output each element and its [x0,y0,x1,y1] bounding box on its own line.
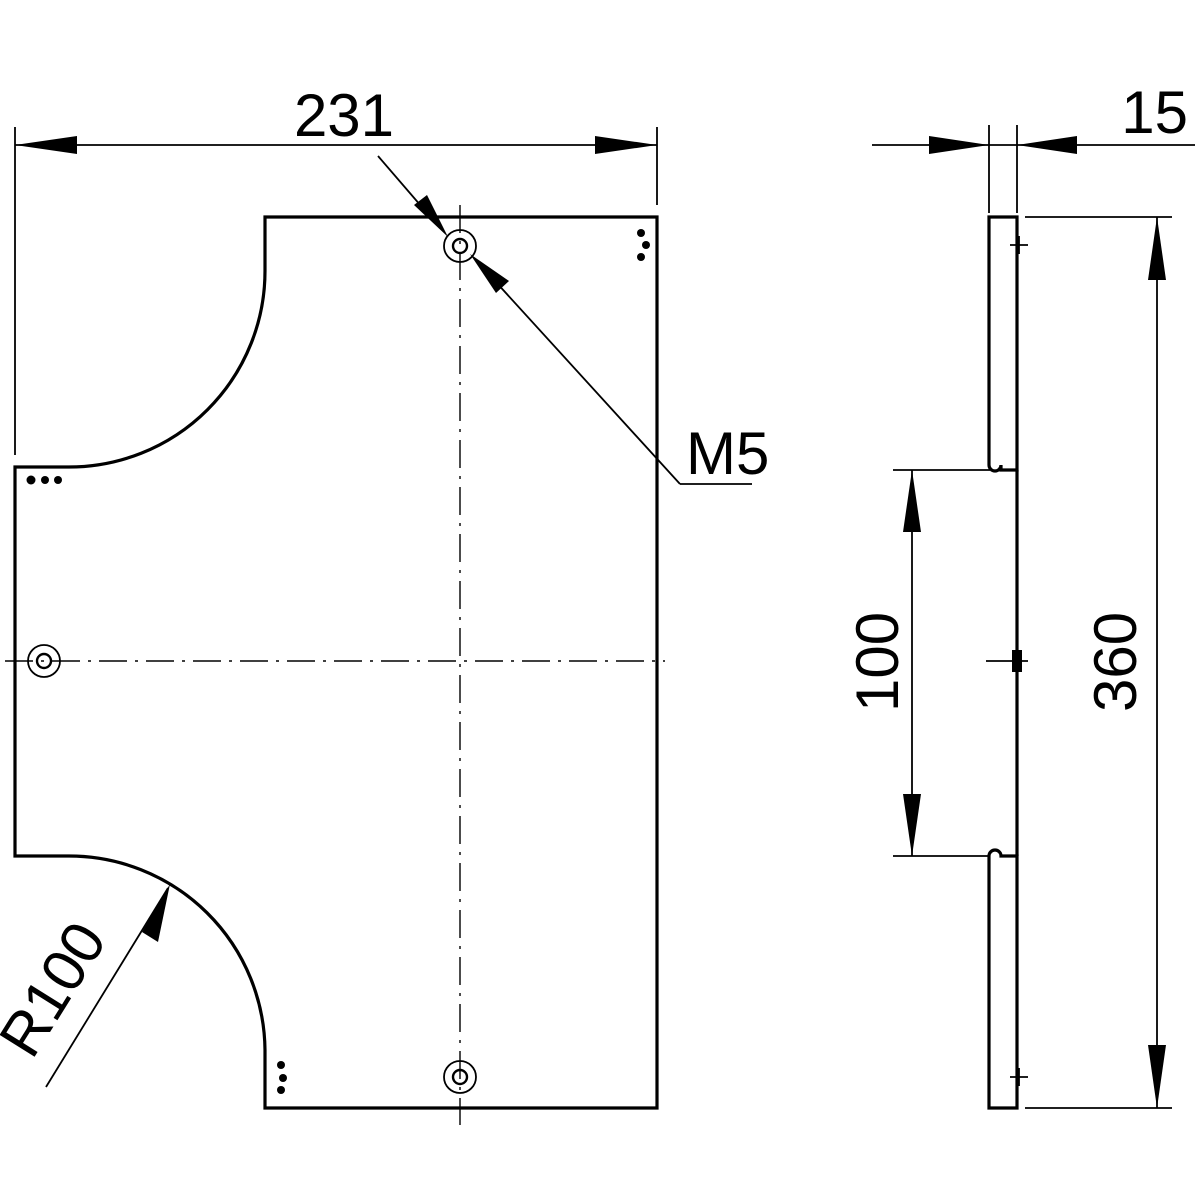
dimension-height: 360 [1025,216,1172,1109]
thread-label: M5 [686,420,769,487]
corner-mark-left [26,475,62,485]
dimension-radius-label: R100 [0,911,119,1068]
hole-left [27,644,61,678]
corner-mark-bottom [277,1061,287,1094]
side-upper-part [987,215,1019,473]
hole-top [443,229,477,263]
side-lower-part [987,848,1019,1110]
dimension-gap: 100 [844,469,990,857]
dimension-height-label: 360 [1082,612,1149,712]
plate-outline [13,215,659,1110]
dimension-width-label: 231 [294,82,394,149]
side-view: 15 360 100 [844,79,1195,1110]
dimension-thickness-label: 15 [1121,79,1188,146]
dimension-width: 231 [14,82,658,455]
dimension-gap-label: 100 [844,612,911,712]
dimension-radius: R100 [0,884,170,1088]
front-view: 231 M5 R100 [0,82,769,1125]
side-screw-marks [986,236,1028,1086]
corner-mark-top-right [637,229,650,261]
thread-callout: M5 [377,155,769,487]
dimension-thickness: 15 [872,79,1195,213]
hole-bottom [443,1060,477,1094]
